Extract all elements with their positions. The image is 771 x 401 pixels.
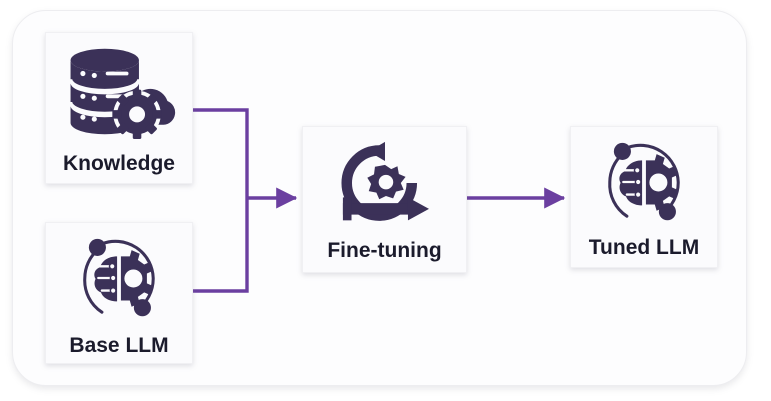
node-tuned-llm-label: Tuned LLM	[588, 236, 700, 259]
connector-base-llm-to-finetuning	[188, 198, 249, 293]
refresh-cycle-gear-arrow-icon	[340, 141, 429, 221]
tuned-llm-icon-wrap	[592, 138, 696, 226]
database-cloud-gear-icon	[68, 48, 176, 139]
node-finetuning-label: Fine-tuning	[327, 239, 442, 262]
node-knowledge-label: Knowledge	[62, 152, 175, 175]
brain-gear-orbit-icon	[608, 142, 680, 221]
knowledge-icon-wrap	[59, 44, 179, 140]
node-knowledge[interactable]: Knowledge	[45, 32, 193, 184]
node-finetuning[interactable]: Fine-tuning	[302, 126, 467, 273]
node-base-llm-label: Base LLM	[69, 333, 169, 357]
node-base-llm[interactable]: Base LLM	[45, 222, 193, 364]
node-tuned-llm[interactable]: Tuned LLM	[570, 126, 718, 268]
connector-knowledge-to-finetuning	[188, 108, 249, 198]
base-llm-icon-wrap	[67, 233, 171, 323]
brain-gear-orbit-icon	[83, 238, 155, 316]
finetuning-icon-wrap	[333, 140, 437, 228]
